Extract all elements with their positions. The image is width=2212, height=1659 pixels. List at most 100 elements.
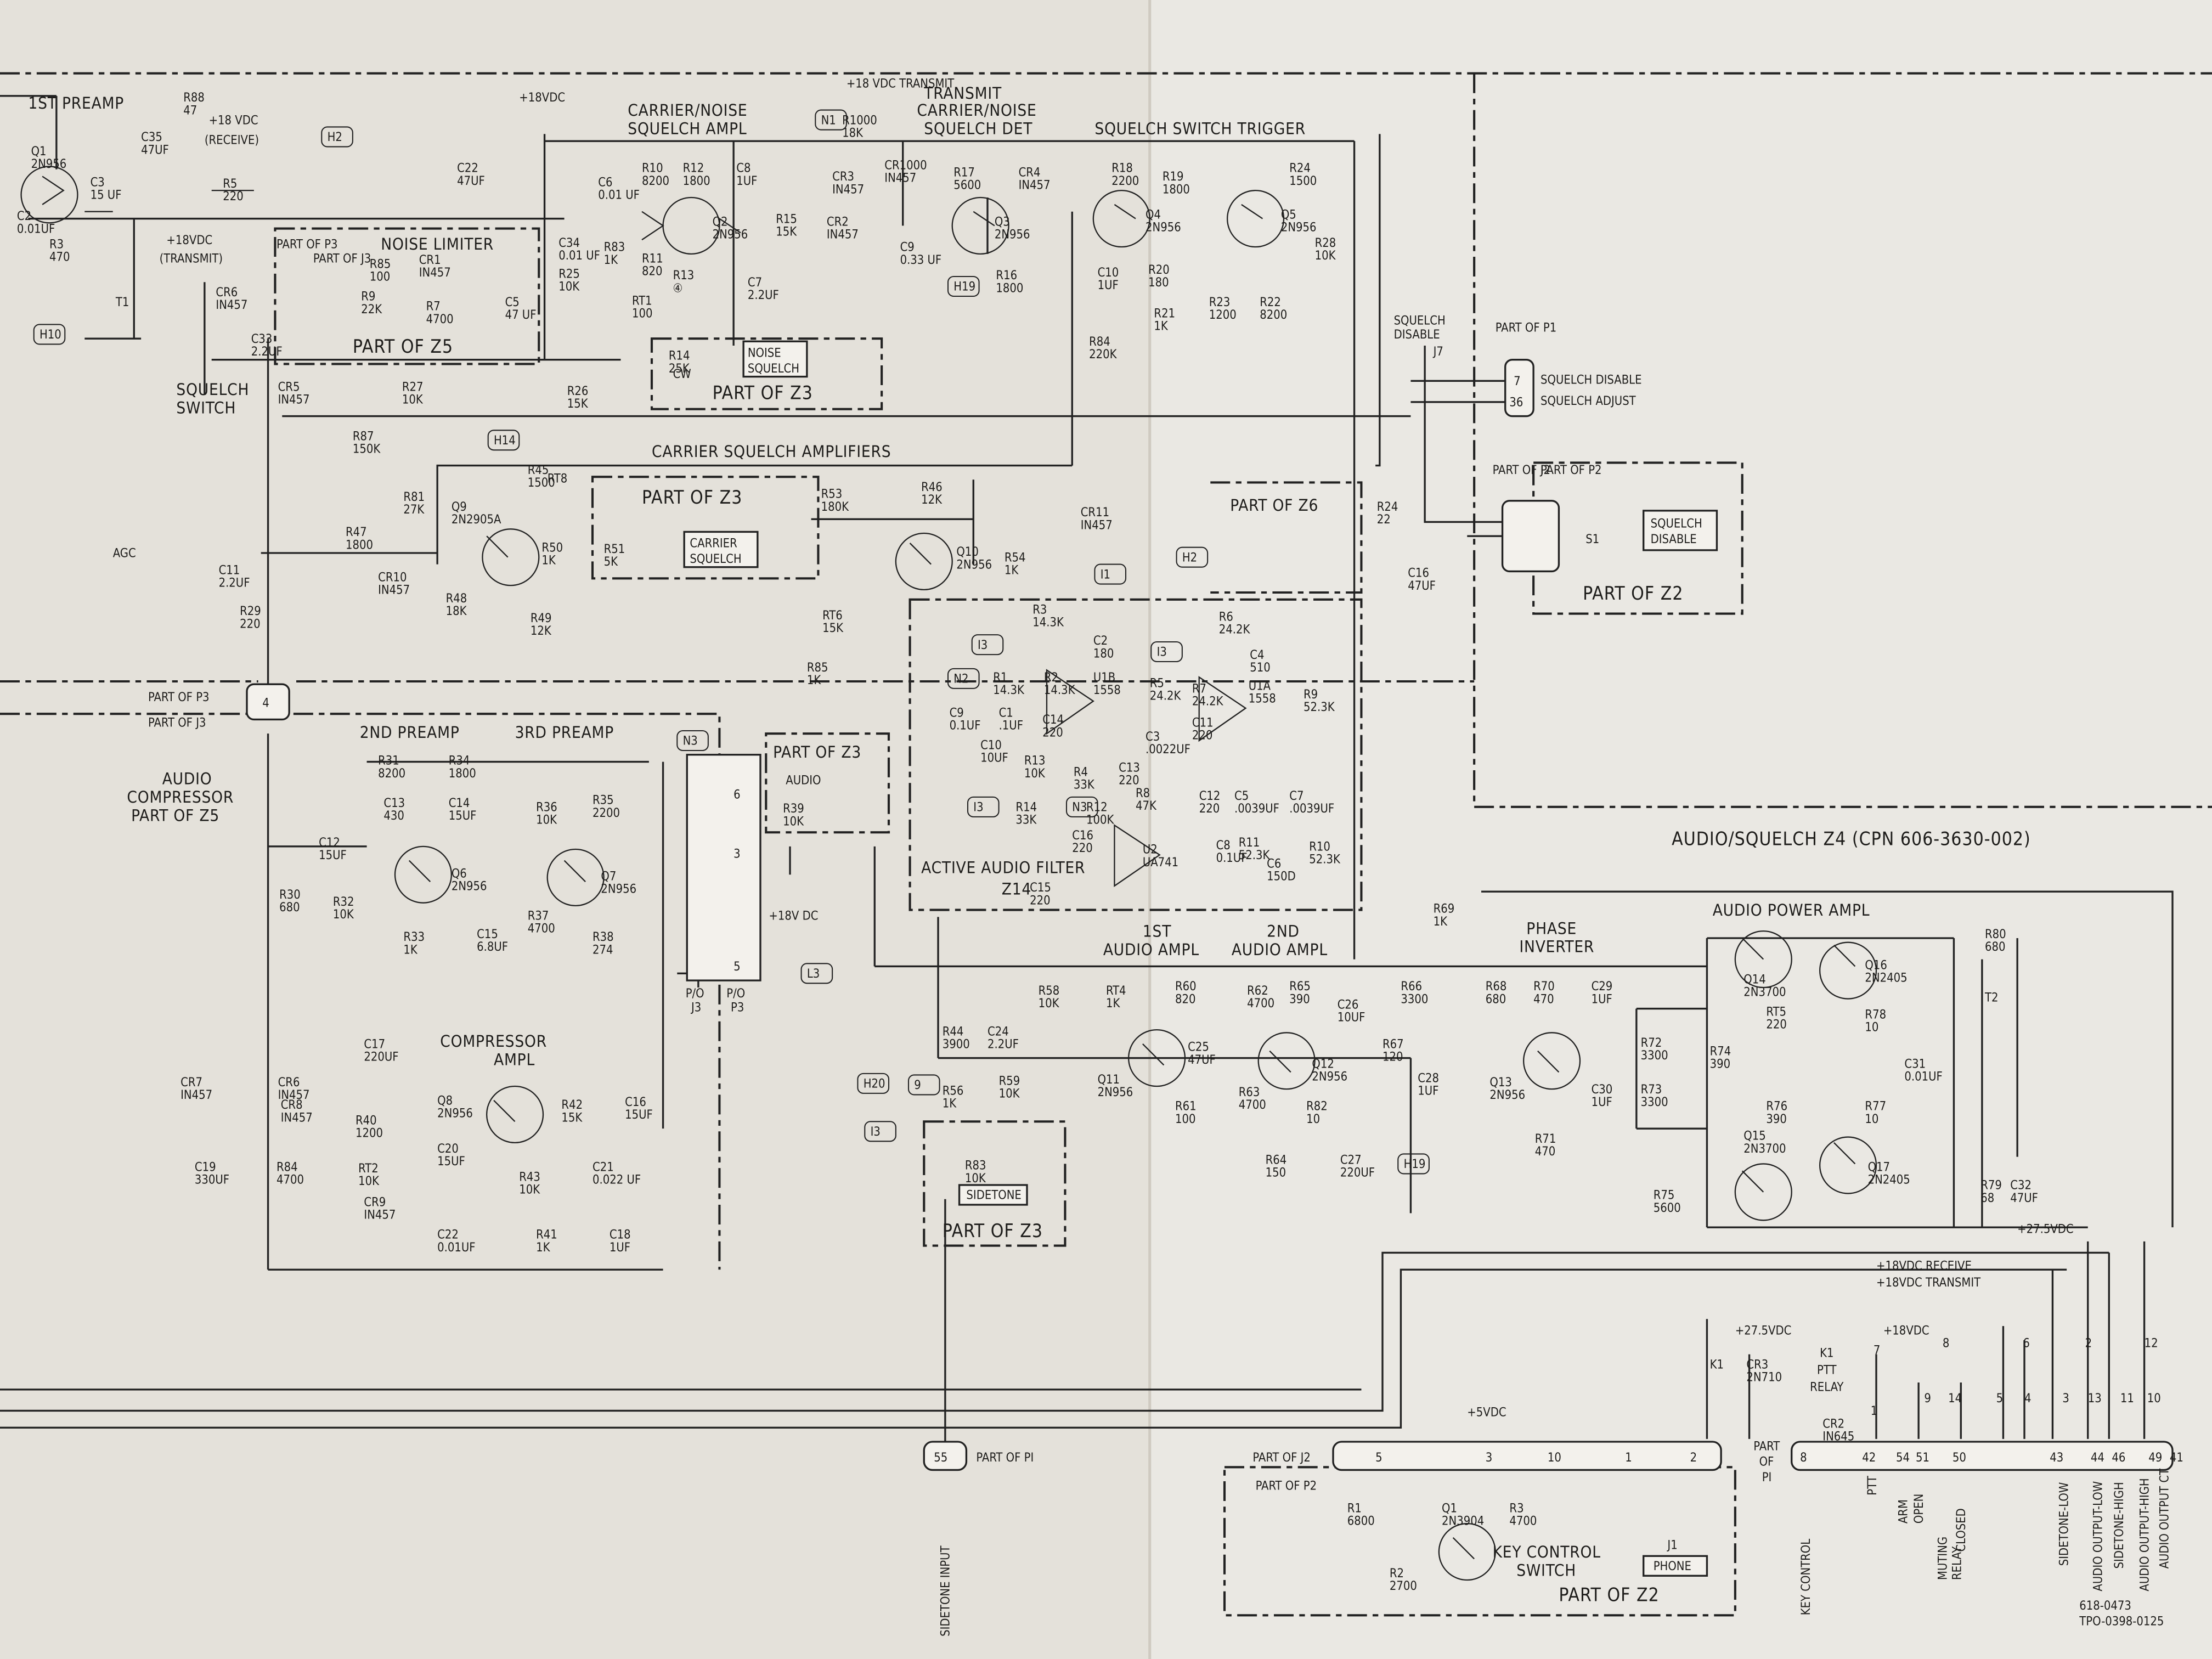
component-value: 10K bbox=[519, 1183, 540, 1197]
component-ref: R18 bbox=[1111, 162, 1133, 176]
component-value: 10K bbox=[402, 393, 424, 407]
component-c7: C72.2UF bbox=[748, 276, 779, 302]
signal-tag-outline bbox=[1397, 1153, 1430, 1175]
component-value: 2N956 bbox=[31, 157, 67, 171]
component-ref: R71 bbox=[1535, 1132, 1556, 1146]
component-ref: R81 bbox=[403, 490, 425, 504]
component-ref: R2 bbox=[1390, 1567, 1404, 1581]
relay-pin-10: 10 bbox=[2147, 1392, 2161, 1406]
component-value: 24.2K bbox=[1150, 689, 1182, 703]
component-value: 220 bbox=[223, 190, 244, 204]
component-value: 1K bbox=[604, 253, 619, 267]
component-ref: R24 bbox=[1289, 162, 1311, 176]
section-titles: 1ST PREAMP +18 VDC (RECEIVE) +18VDC CARR… bbox=[28, 77, 2164, 1636]
component-ref: Q17 bbox=[1868, 1160, 1890, 1174]
component-ref: R23 bbox=[1209, 296, 1231, 309]
component-value: 15UF bbox=[319, 849, 347, 862]
component-value: 14.3K bbox=[1032, 616, 1064, 630]
label-j7: J7 bbox=[1433, 345, 1443, 359]
component-ref: R76 bbox=[1766, 1100, 1787, 1114]
title-audio: AUDIO bbox=[162, 770, 212, 788]
component-value: ④ bbox=[673, 281, 683, 295]
component-value: 3300 bbox=[1401, 992, 1428, 1006]
component-value: 100 bbox=[632, 307, 653, 321]
p1-pin-44: 44 bbox=[2091, 1451, 2104, 1465]
p1-pin-54: 54 bbox=[1896, 1451, 1910, 1465]
component-ref: R21 bbox=[1154, 307, 1175, 321]
component-value: 2N956 bbox=[1312, 1070, 1347, 1084]
j2-pin-3: 3 bbox=[1486, 1451, 1493, 1465]
component-value: 2.2UF bbox=[251, 345, 283, 359]
component-value: IN457 bbox=[1081, 518, 1113, 532]
label-squelch: SQUELCH bbox=[748, 362, 799, 376]
label-disable-j7: DISABLE bbox=[1394, 328, 1440, 342]
component-value: 10 bbox=[1865, 1113, 1878, 1126]
label-p1: PI bbox=[1762, 1471, 1772, 1485]
doc-number: 618-0473 bbox=[2079, 1599, 2131, 1613]
component-ref: R83 bbox=[965, 1159, 986, 1173]
component-value: 330UF bbox=[195, 1173, 229, 1187]
component-value: 100K bbox=[1086, 814, 1115, 827]
noise-squelch-box bbox=[742, 340, 808, 378]
component-ref: C31 bbox=[1904, 1058, 1926, 1071]
component-value: 430 bbox=[383, 809, 404, 823]
component-value: 6800 bbox=[1347, 1515, 1375, 1528]
component-ref: C21 bbox=[592, 1160, 614, 1174]
component-ref: C13 bbox=[383, 797, 405, 810]
p1-pin-50: 50 bbox=[1953, 1451, 1966, 1465]
label-part-of-z3-sidetone: PART OF Z3 bbox=[943, 1220, 1043, 1242]
component-ref: R13 bbox=[673, 269, 695, 283]
label-carrier: CARRIER bbox=[690, 537, 737, 551]
component-ref: R8 bbox=[1136, 787, 1150, 800]
j2-pin-10: 10 bbox=[1548, 1451, 1561, 1465]
component-ref: R87 bbox=[353, 430, 374, 443]
component-ref: C8 bbox=[736, 162, 751, 176]
label-sidetone: SIDETONE bbox=[966, 1189, 1021, 1203]
component-value: 2N2405 bbox=[1865, 972, 1907, 985]
component-value: 10K bbox=[1315, 249, 1336, 263]
component-ref: C22 bbox=[457, 162, 478, 176]
component-ref: R7 bbox=[426, 300, 441, 314]
component-ref: R77 bbox=[1865, 1100, 1886, 1114]
component-ref: C6 bbox=[1267, 857, 1281, 871]
component-value: IN457 bbox=[364, 1209, 396, 1222]
component-ref: CR2 bbox=[1822, 1417, 1844, 1431]
component-ref: C33 bbox=[251, 332, 273, 346]
component-value: 47K bbox=[1136, 799, 1157, 813]
component-ref: R88 bbox=[183, 91, 205, 105]
component-ref: R61 bbox=[1175, 1100, 1197, 1114]
component-value: 1800 bbox=[683, 174, 710, 188]
signal-tag-9: 9 bbox=[914, 1079, 921, 1092]
component-ref: C32 bbox=[2010, 1179, 2032, 1193]
component-ref: Q3 bbox=[995, 215, 1010, 229]
component-value: 680 bbox=[1486, 992, 1506, 1006]
component-value: 150K bbox=[353, 442, 381, 456]
p1-signal-label: PTT bbox=[1866, 1475, 1880, 1495]
signal-tag-outline bbox=[321, 126, 353, 148]
component-ref: R16 bbox=[996, 269, 1017, 283]
component-ref: R73 bbox=[1641, 1083, 1662, 1097]
label-part-of-z2-key: PART OF Z2 bbox=[1559, 1584, 1659, 1606]
